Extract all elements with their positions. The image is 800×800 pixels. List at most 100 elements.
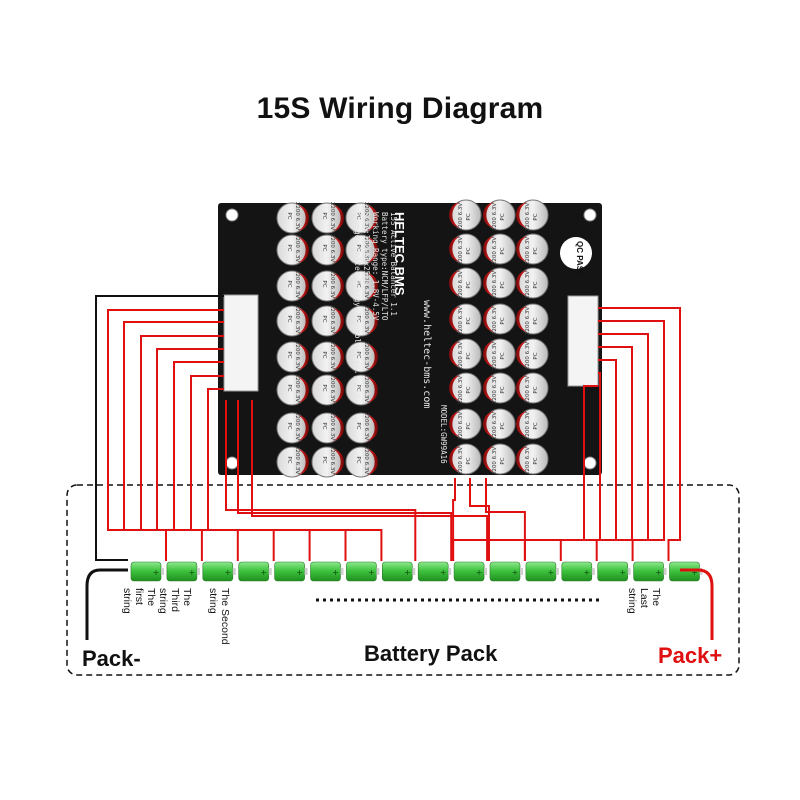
qc-pass-sticker xyxy=(560,237,592,269)
board-line-5: Chengdu Heltec Energy Technology Co., Lt… xyxy=(353,212,362,398)
svg-text:+: + xyxy=(224,568,231,577)
capacitor-label: 2200 6.3V xyxy=(492,376,498,404)
capacitor-label: PC xyxy=(286,456,292,463)
balance-wire xyxy=(251,400,489,561)
capacitor-label: 2200 6.3V xyxy=(492,342,498,370)
capacitor-label: 2200 6.3V xyxy=(294,412,300,440)
capacitor-label: PC xyxy=(500,247,506,254)
capacitor-label: PC xyxy=(321,280,327,287)
capacitor-label: PC xyxy=(466,386,472,393)
capacitor-label: PC xyxy=(355,456,361,463)
capacitor-label: PC xyxy=(533,352,539,359)
battery-cell: + xyxy=(310,561,344,582)
capacitor-label: 2200 6.3V xyxy=(329,341,335,369)
capacitor-label: PC xyxy=(355,280,361,287)
capacitor-label: 2200 6.3V xyxy=(363,374,369,402)
svg-text:+: + xyxy=(153,568,160,577)
capacitor-label: PC xyxy=(466,213,472,220)
balance-wire xyxy=(598,307,681,561)
battery-cell: + xyxy=(166,561,200,582)
capacitor-label: PC xyxy=(321,315,327,322)
balance-wire xyxy=(225,400,417,561)
battery-cell: + xyxy=(597,561,631,582)
battery-cell: + xyxy=(489,561,523,582)
capacitor-label: PC xyxy=(321,244,327,251)
balance-wire xyxy=(595,333,649,561)
capacitor-label: PC xyxy=(533,457,539,464)
pack-minus-label: Pack- xyxy=(82,646,141,671)
capacitor-label: 2200 6.3V xyxy=(294,446,300,474)
qc-pass-text: QC PASS xyxy=(575,241,584,277)
left-connector xyxy=(223,294,259,392)
capacitor-label: PC xyxy=(466,281,472,288)
board-line-1: 15S Active Balancer 1.1 xyxy=(389,212,398,316)
balance-wire xyxy=(469,478,490,561)
capacitor-label: 2200 6.3V xyxy=(458,237,464,265)
svg-text:+: + xyxy=(691,568,698,577)
battery-cell: + xyxy=(417,561,452,582)
string-label-third: The Third string xyxy=(157,588,193,614)
capacitor-label: 2200 6.3V xyxy=(458,447,464,475)
capacitor-label: 2200 6.3V xyxy=(363,202,369,230)
capacitor-label: 2200 6.3V xyxy=(525,447,531,475)
capacitor-label: PC xyxy=(500,386,506,393)
capacitor-label: 2200 6.3V xyxy=(458,412,464,440)
diagram-title: 15S Wiring Diagram xyxy=(256,92,544,125)
board-line-4: Size:162x86x25mm xyxy=(362,212,371,285)
capacitor-label: 2200 6.3V xyxy=(363,270,369,298)
svg-text:+: + xyxy=(440,568,447,577)
capacitor-label: 2200 6.3V xyxy=(294,305,300,333)
balance-wire xyxy=(207,388,383,561)
capacitor-label: 2200 6.3V xyxy=(492,203,498,231)
capacitor-label: 2200 6.3V xyxy=(363,305,369,333)
capacitor-label: PC xyxy=(286,244,292,251)
battery-pack-outline xyxy=(66,484,740,676)
capacitor-label: 2200 6.3V xyxy=(329,412,335,440)
balance-wire xyxy=(140,335,239,561)
capacitor-label: 2200 6.3V xyxy=(294,341,300,369)
capacitor-label: 2200 6.3V xyxy=(458,307,464,335)
battery-cell: + xyxy=(274,561,308,582)
capacitor-label: 2200 6.3V xyxy=(492,307,498,335)
capacitor-label: PC xyxy=(321,456,327,463)
string-label-last: The Last string xyxy=(626,588,662,614)
string-label-second: The Second string xyxy=(207,588,231,645)
capacitor-label: PC xyxy=(466,317,472,324)
battery-cell: + xyxy=(130,561,164,582)
capacitor-label: PC xyxy=(533,213,539,220)
svg-text:+: + xyxy=(368,568,375,577)
capacitor-label: 2200 6.3V xyxy=(363,341,369,369)
capacitor-label: PC xyxy=(533,247,539,254)
svg-text:+: + xyxy=(404,568,411,577)
capacitor-label: 2200 6.3V xyxy=(329,202,335,230)
capacitor-label: 2200 6.3V xyxy=(458,271,464,299)
balance-wire xyxy=(452,478,456,561)
capacitor-label: 2200 6.3V xyxy=(525,237,531,265)
svg-text:+: + xyxy=(332,568,339,577)
battery-cell: + xyxy=(453,561,488,582)
capacitor-label: PC xyxy=(286,280,292,287)
capacitor-label: PC xyxy=(500,317,506,324)
capacitor-label: PC xyxy=(500,281,506,288)
negative-balance-wire xyxy=(95,295,224,561)
battery-cell: + xyxy=(381,561,416,582)
